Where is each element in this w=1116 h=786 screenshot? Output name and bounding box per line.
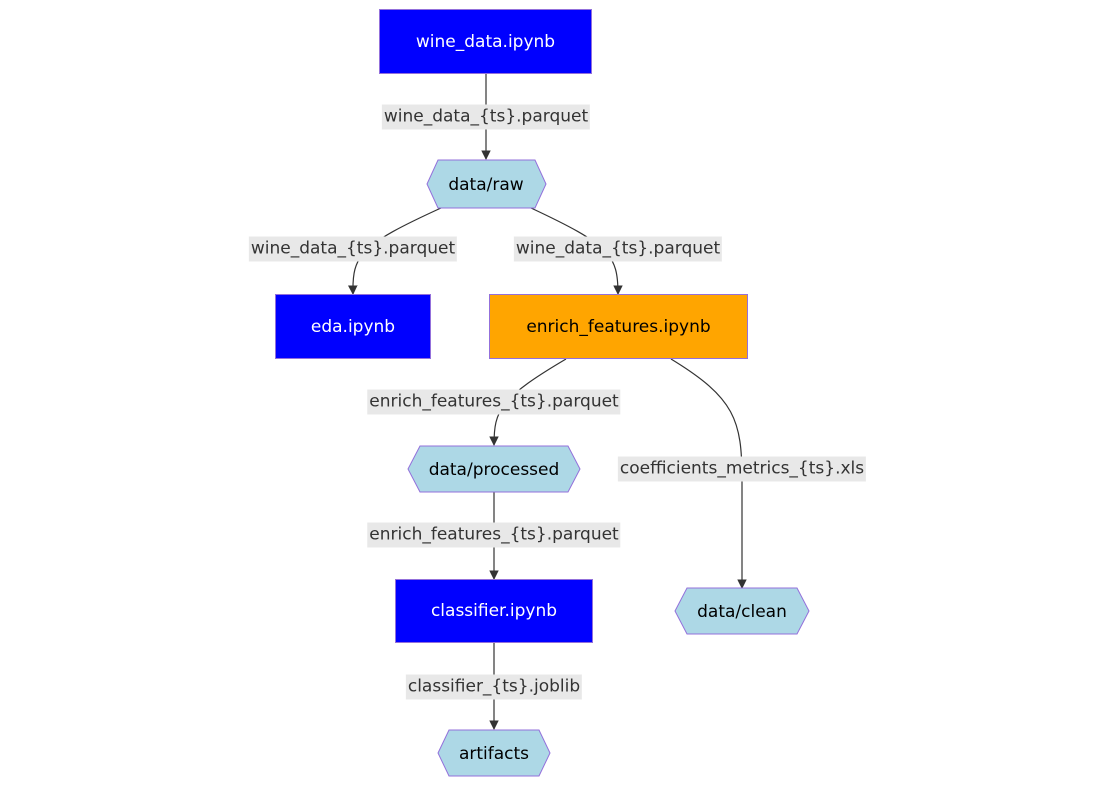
edge-label-raw-to-enrich: wine_data_{ts}.parquet (513, 236, 723, 262)
node-enrich-features-label: enrich_features.ipynb (526, 316, 711, 337)
edge-label-enrich-to-processed: enrich_features_{ts}.parquet (367, 389, 621, 415)
node-data-raw: data/raw (426, 159, 547, 209)
node-wine-data-notebook: wine_data.ipynb (379, 9, 592, 74)
edge-label-enrich-to-clean: coefficients_metrics_{ts}.xls (617, 456, 867, 482)
node-data-processed-label: data/processed (429, 460, 560, 480)
node-artifacts: artifacts (437, 729, 551, 777)
node-artifacts-label: artifacts (459, 744, 529, 764)
edge-label-raw-to-eda: wine_data_{ts}.parquet (248, 236, 458, 262)
node-data-raw-label: data/raw (448, 175, 523, 195)
node-enrich-features-notebook: enrich_features.ipynb (489, 294, 748, 359)
node-classifier-label: classifier.ipynb (430, 601, 558, 621)
edge-label-wine-data-to-raw: wine_data_{ts}.parquet (381, 104, 591, 130)
edge-label-processed-to-classifier: enrich_features_{ts}.parquet (367, 522, 621, 548)
node-data-clean-label: data/clean (697, 602, 787, 622)
node-data-clean: data/clean (674, 587, 810, 635)
edge-label-classifier-to-artifacts: classifier_{ts}.joblib (405, 674, 583, 700)
node-wine-data-label: wine_data.ipynb (415, 31, 556, 52)
node-data-processed: data/processed (407, 445, 581, 493)
node-eda-label: eda.ipynb (310, 316, 396, 337)
node-classifier-notebook: classifier.ipynb (395, 579, 593, 643)
node-eda-notebook: eda.ipynb (275, 294, 431, 359)
